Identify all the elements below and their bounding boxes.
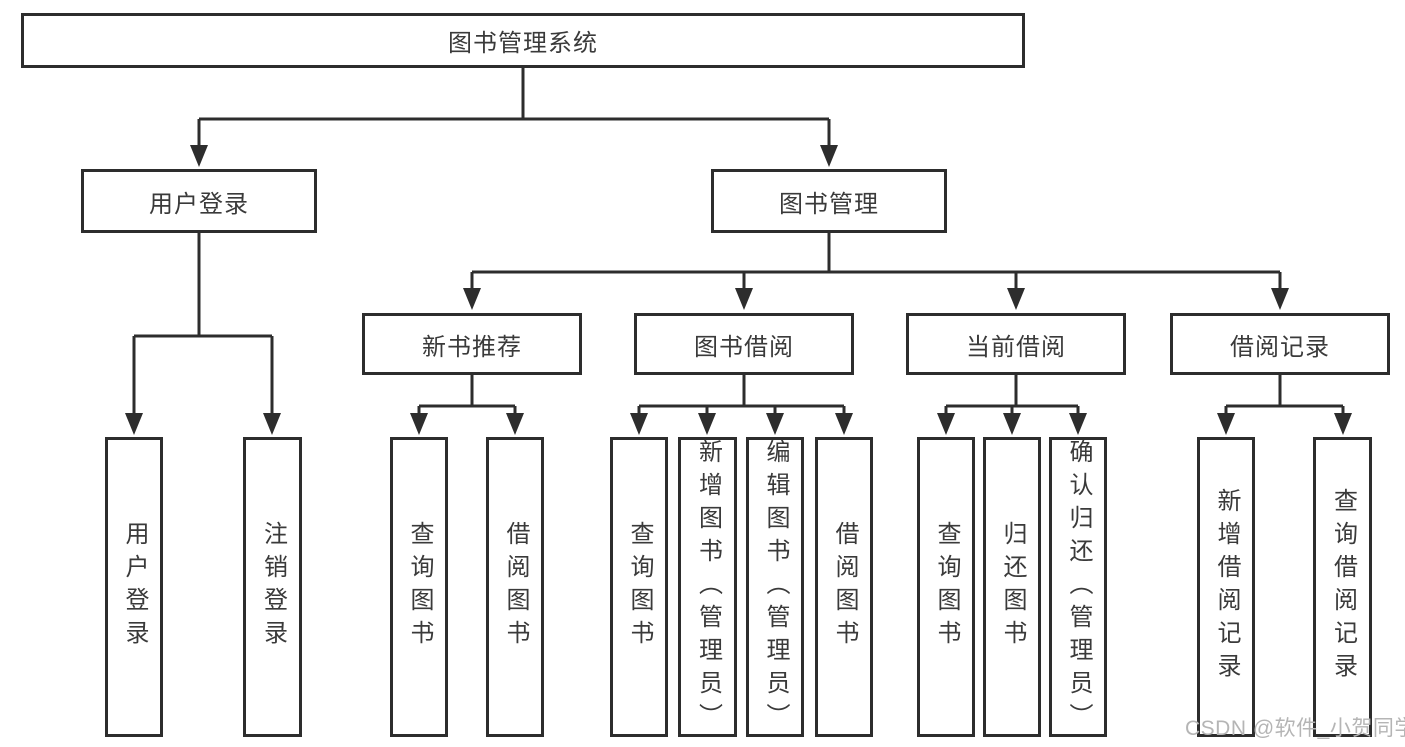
leaf-user-login: 用户登录: [105, 437, 163, 737]
leaf-borrow-books-recommend-label: 借阅图书: [502, 521, 529, 653]
leaf-borrow-books-borrow-label: 借阅图书: [831, 521, 858, 653]
node-book-management: 图书管理: [711, 169, 947, 233]
leaf-query-books-current-label: 查询图书: [933, 521, 960, 653]
leaf-confirm-return-admin-label: 确认归还（管理员）: [1065, 438, 1092, 736]
leaf-query-borrow-record-label: 查询借阅记录: [1329, 488, 1357, 686]
leaf-query-books-borrow-label: 查询图书: [626, 521, 653, 653]
leaf-edit-book-admin-label: 编辑图书（管理员）: [762, 438, 789, 736]
leaf-add-book-admin: 新增图书（管理员）: [678, 437, 737, 737]
leaf-logout-label: 注销登录: [259, 521, 287, 653]
leaf-borrow-books-recommend: 借阅图书: [486, 437, 544, 737]
leaf-return-books-label: 归还图书: [999, 521, 1026, 653]
node-new-book-recommend: 新书推荐: [362, 313, 582, 375]
node-book-borrow: 图书借阅: [634, 313, 854, 375]
leaf-query-books-recommend-label: 查询图书: [406, 521, 433, 653]
leaf-query-books-recommend: 查询图书: [390, 437, 448, 737]
node-user-login: 用户登录: [81, 169, 317, 233]
node-current-borrow: 当前借阅: [906, 313, 1126, 375]
node-root-library-system: 图书管理系统: [21, 13, 1025, 68]
leaf-confirm-return-admin: 确认归还（管理员）: [1049, 437, 1107, 737]
leaf-edit-book-admin: 编辑图书（管理员）: [746, 437, 804, 737]
leaf-add-borrow-record: 新增借阅记录: [1197, 437, 1255, 737]
leaf-borrow-books-borrow: 借阅图书: [815, 437, 873, 737]
leaf-query-books-borrow: 查询图书: [610, 437, 668, 737]
leaf-query-books-current: 查询图书: [917, 437, 975, 737]
leaf-query-borrow-record: 查询借阅记录: [1313, 437, 1372, 737]
leaf-add-borrow-record-label: 新增借阅记录: [1213, 488, 1240, 686]
leaf-return-books: 归还图书: [983, 437, 1041, 737]
leaf-add-book-admin-label: 新增图书（管理员）: [694, 438, 722, 736]
leaf-user-login-label: 用户登录: [121, 521, 148, 653]
csdn-watermark: CSDN @软件_小贺同学: [1185, 717, 1405, 740]
node-borrow-records: 借阅记录: [1170, 313, 1390, 375]
arrowheads: [125, 145, 1352, 435]
tree-edges: [132, 68, 1345, 414]
leaf-logout: 注销登录: [243, 437, 302, 737]
